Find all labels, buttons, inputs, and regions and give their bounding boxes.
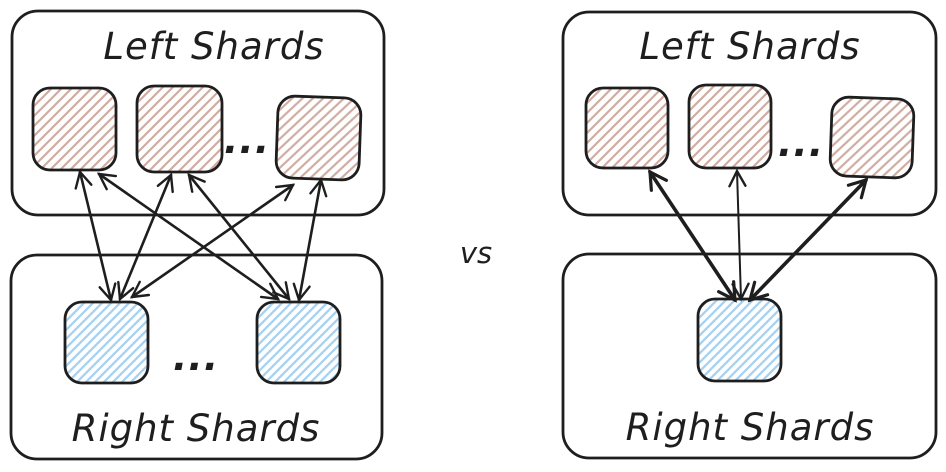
left-shards-label: Left Shards <box>639 25 860 68</box>
right-diagram-many-to-one: Left Shards ... Right Shards <box>561 10 938 460</box>
right-shards-label: Right Shards <box>72 407 321 450</box>
connection-arrow-b2-a3 <box>292 177 328 303</box>
connection-arrow-d-c1 <box>648 169 737 303</box>
right-shards-ellipsis: ... <box>173 335 219 379</box>
left-shard-box-3 <box>828 95 916 180</box>
right-shard-box-2 <box>255 300 342 385</box>
connection-arrow-d-c2 <box>728 168 750 302</box>
many-to-many-connections <box>74 169 328 303</box>
vs-label: vs <box>460 236 492 270</box>
left-shards-ellipsis: ... <box>224 118 270 162</box>
right-shard-box-single <box>696 297 783 383</box>
connection-arrow-b1-a3 <box>129 183 296 299</box>
left-shard-box-1 <box>584 86 670 170</box>
left-shards-ellipsis: ... <box>778 121 824 165</box>
left-shard-box-3 <box>274 94 363 182</box>
right-shards-label: Right Shards <box>626 406 875 449</box>
left-shard-box-2 <box>687 83 773 170</box>
connection-arrow-d-c3 <box>747 177 869 303</box>
left-diagram-many-to-many: Left Shards ... ... Right Shards <box>9 9 386 461</box>
left-shard-box-2 <box>135 84 224 174</box>
many-to-one-connections <box>648 168 869 303</box>
left-shard-box-1 <box>31 86 118 172</box>
left-shards-label: Left Shards <box>103 25 324 68</box>
right-shard-box-1 <box>63 300 150 385</box>
